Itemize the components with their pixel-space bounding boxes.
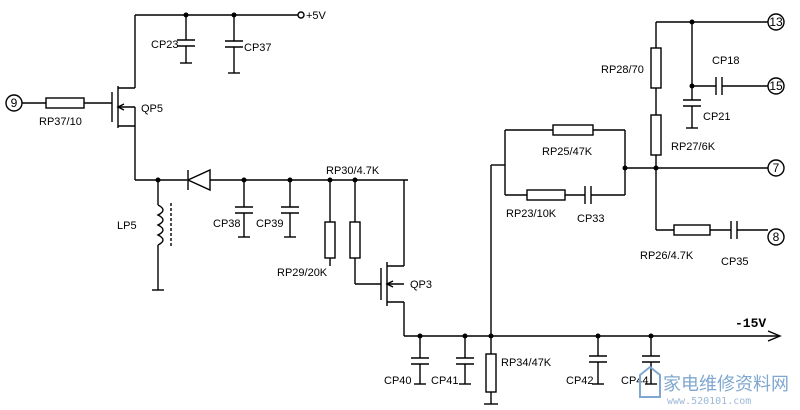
rp25-label: RP25/47K <box>542 146 593 158</box>
capacitor-cp21 <box>683 99 701 129</box>
mosfet-qp3 <box>380 180 405 336</box>
resistor-rp28 <box>650 47 662 89</box>
qp5-label: QP5 <box>141 103 163 115</box>
connector-9-label: 9 <box>11 96 18 110</box>
watermark-brand: 家电维修资料网 <box>663 374 789 395</box>
resistor-rp29 <box>324 180 336 266</box>
capacitor-cp39 <box>281 180 299 238</box>
mosfet-qp5 <box>111 86 136 180</box>
rp27-label: RP27/6K <box>671 141 716 153</box>
cp33-label: CP33 <box>577 213 605 225</box>
cp39-label: CP39 <box>256 218 284 230</box>
inductor-lp5 <box>152 180 172 291</box>
resistor-rp27 <box>650 114 662 156</box>
rp34-label: RP34/47K <box>501 357 552 369</box>
connector-7 <box>767 159 785 177</box>
rp30-label: RP30/4.7K <box>326 165 380 177</box>
connector-7-label: 7 <box>773 161 780 175</box>
connector-8 <box>767 228 785 246</box>
cp38-label: CP38 <box>213 218 241 230</box>
connector-13 <box>767 13 785 31</box>
plus5v-label: +5V <box>306 10 327 22</box>
capacitor-cp42 <box>589 336 607 385</box>
cp42-label: CP42 <box>566 375 594 387</box>
rp23-label: RP23/10K <box>506 208 557 220</box>
qp3-label: QP3 <box>410 279 432 291</box>
cp18-label: CP18 <box>712 55 740 67</box>
connector-15-label: 15 <box>769 79 783 93</box>
minus15v-label: -15V <box>735 316 766 331</box>
lp5-label: LP5 <box>117 220 137 232</box>
capacitor-cp41 <box>456 336 474 385</box>
capacitor-cp33 <box>584 186 592 204</box>
plus5v-rail <box>134 11 305 88</box>
resistor-rp34 <box>484 336 498 405</box>
house-logo-icon <box>639 365 661 398</box>
rp29-label: RP29/20K <box>277 267 328 279</box>
connector-15 <box>767 77 785 95</box>
connector-13-label: 13 <box>769 15 783 29</box>
capacitor-cp23 <box>177 15 195 64</box>
resistor-rp26 <box>673 224 711 236</box>
capacitor-cp37 <box>225 15 243 74</box>
watermark-url: www.520101.com <box>667 396 751 407</box>
rp26-label: RP26/4.7K <box>640 250 694 262</box>
resistor-rp37 <box>22 97 112 109</box>
pin13-network <box>655 19 768 230</box>
cp40-label: CP40 <box>384 375 412 387</box>
rp28-label: RP28/70 <box>601 64 644 76</box>
cp41-label: CP41 <box>431 375 459 387</box>
cp23-label: CP23 <box>151 39 179 51</box>
watermark: 家电维修资料网 www.520101.com <box>639 365 789 407</box>
connector-8-label: 8 <box>773 230 780 244</box>
capacitor-cp18 <box>715 77 723 95</box>
resistor-rp30 <box>349 180 381 285</box>
lp5-node-wire <box>135 177 187 183</box>
cp44-label: CP44 <box>621 375 649 387</box>
capacitor-cp40 <box>411 336 429 385</box>
rp37-label: RP37/10 <box>39 116 82 128</box>
resistor-rp25 <box>552 124 594 136</box>
pin8-network <box>656 221 768 239</box>
cp21-label: CP21 <box>703 111 731 123</box>
capacitor-cp38 <box>235 180 253 238</box>
cp35-label: CP35 <box>721 256 749 268</box>
capacitor-cp44 <box>642 336 660 385</box>
cp37-label: CP37 <box>244 42 272 54</box>
feedback-network <box>490 129 768 336</box>
resistor-rp23 <box>526 189 566 201</box>
minus15v-rail <box>404 330 782 342</box>
diode-d1 <box>186 168 408 192</box>
